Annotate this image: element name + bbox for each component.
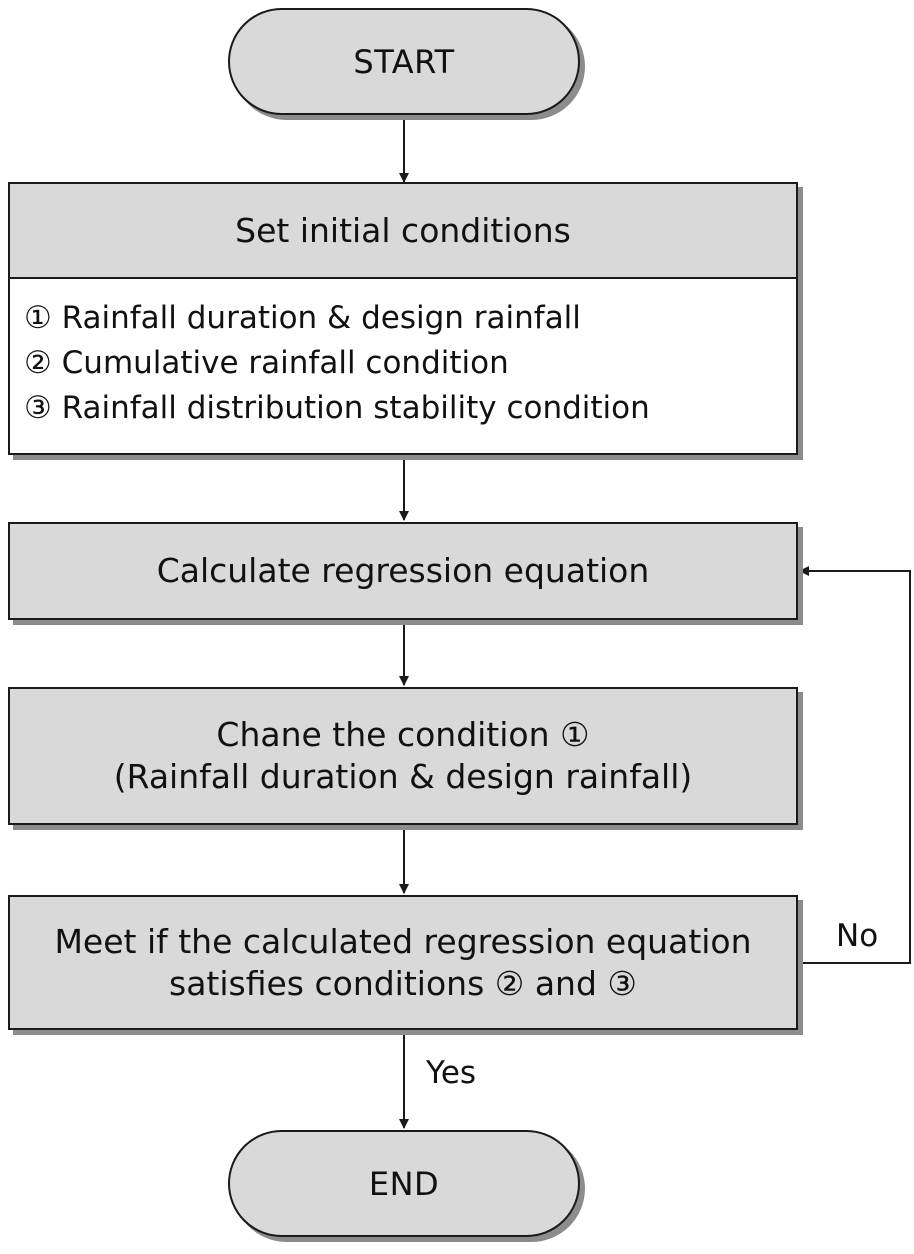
start-label: START — [353, 42, 455, 81]
decision-box: Meet if the calculated regression equati… — [8, 895, 798, 1030]
change-condition-line1: Chane the condition ① — [216, 715, 590, 755]
condition-item: ① Rainfall duration & design rainfall — [24, 300, 581, 336]
calculate-regression-label: Calculate regression equation — [156, 551, 650, 591]
set-conditions-header: Set initial conditions — [8, 182, 798, 279]
change-condition-line2: (Rainfall duration & design rainfall) — [113, 757, 693, 796]
arrow-no-loop-back — [798, 566, 911, 964]
decision-line2: satisfies conditions ② and ③ — [169, 963, 637, 1003]
decision-line1: Meet if the calculated regression equati… — [54, 921, 752, 961]
set-conditions-title: Set initial conditions — [235, 210, 571, 250]
end-label: END — [368, 1164, 440, 1203]
yes-label: Yes — [426, 1055, 477, 1091]
start-terminal: START — [228, 8, 580, 115]
calculate-regression-box: Calculate regression equation — [8, 522, 798, 620]
condition-item: ③ Rainfall distribution stability condit… — [24, 390, 650, 426]
end-terminal: END — [228, 1130, 580, 1237]
conditions-list: ① Rainfall duration & design rainfall ② … — [8, 279, 798, 455]
condition-item: ② Cumulative rainfall condition — [24, 345, 509, 381]
change-condition-box: Chane the condition ① (Rainfall duration… — [8, 687, 798, 825]
no-label: No — [836, 918, 879, 954]
